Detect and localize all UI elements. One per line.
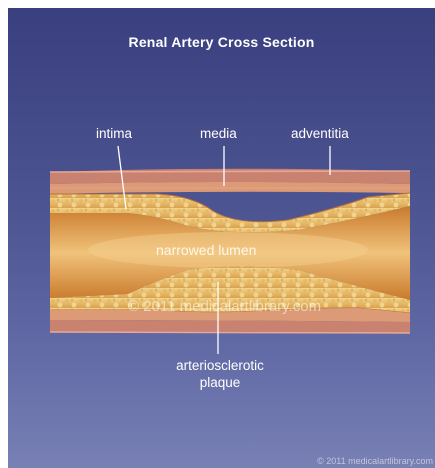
watermark-bottom: © 2011 medicalartlibrary.com — [317, 456, 433, 466]
watermark-center: © 2011 medicalartlibrary.com — [128, 298, 321, 315]
adventitia-bottom — [50, 320, 410, 333]
adventitia-top-edge — [50, 171, 410, 172]
label-narrowed-lumen: narrowed lumen — [156, 242, 256, 258]
label-adventitia: adventitia — [291, 126, 349, 141]
label-plaque-line1: arteriosclerotic — [160, 357, 280, 374]
label-media: media — [200, 126, 237, 141]
diagram-title: Renal Artery Cross Section — [8, 34, 435, 50]
label-plaque: arteriosclerotic plaque — [160, 357, 280, 391]
adventitia-bottom-edge — [50, 332, 410, 333]
label-intima: intima — [96, 126, 132, 141]
illustration-frame: Renal Artery Cross Section intima media … — [8, 8, 435, 468]
label-plaque-line2: plaque — [160, 374, 280, 391]
artery-diagram — [8, 8, 435, 468]
